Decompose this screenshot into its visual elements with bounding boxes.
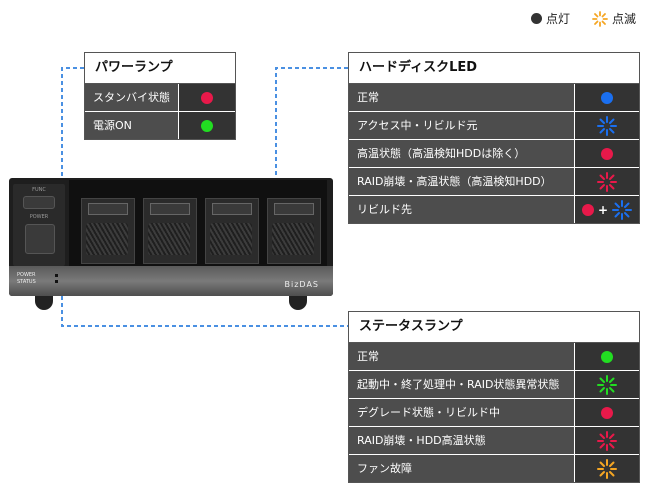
brand-logo: BizDAS bbox=[284, 280, 319, 289]
indicator-cell bbox=[574, 455, 639, 482]
indicator-cell bbox=[574, 371, 639, 398]
indicator-cell bbox=[574, 84, 639, 111]
steady-red-led-icon bbox=[601, 147, 613, 160]
power-led-label: POWER bbox=[17, 272, 36, 278]
row-label: 起動中・終了処理中・RAID状態異常状態 bbox=[349, 371, 574, 398]
table-row: アクセス中・リビルド元 bbox=[349, 112, 639, 140]
steady-red-led-icon bbox=[601, 406, 613, 419]
row-label: ファン故障 bbox=[349, 455, 574, 482]
blink-red-led-icon bbox=[597, 430, 617, 451]
row-label: デグレード状態・リビルド中 bbox=[349, 399, 574, 426]
blink-green-led-icon bbox=[597, 374, 617, 395]
device-foot-left bbox=[35, 296, 53, 310]
table-row: 正常 bbox=[349, 343, 639, 371]
row-label: アクセス中・リビルド元 bbox=[349, 112, 574, 139]
indicator-cell bbox=[574, 427, 639, 454]
indicator-cell bbox=[574, 140, 639, 167]
steady-red-led-icon bbox=[201, 91, 213, 104]
row-label: 正常 bbox=[349, 343, 574, 370]
status-lamp-title: ステータスランプ bbox=[349, 312, 639, 343]
row-label: 正常 bbox=[349, 84, 574, 111]
hdd-connector bbox=[275, 67, 348, 212]
power-lamp-title: パワーランプ bbox=[85, 53, 235, 84]
legend: 点灯 点滅 bbox=[530, 10, 636, 27]
steady-blue-led-icon bbox=[601, 91, 613, 104]
table-row: スタンバイ状態 bbox=[85, 84, 235, 112]
table-row: RAID崩壊・高温状態（高温検知HDD） bbox=[349, 168, 639, 196]
row-label: スタンバイ状態 bbox=[85, 84, 178, 111]
power-connector bbox=[61, 67, 84, 275]
hdd-led-table: ハードディスクLED 正常 アクセス中・リビルド元 高温状態（高温検知HDDは除… bbox=[348, 52, 640, 224]
table-row: 正常 bbox=[349, 84, 639, 112]
legend-steady-label: 点灯 bbox=[545, 12, 570, 26]
blink-red-led-icon bbox=[597, 171, 617, 192]
blink-burst-icon bbox=[592, 10, 608, 27]
drive-bay-4[interactable] bbox=[267, 198, 321, 264]
indicator-cell bbox=[574, 399, 639, 426]
row-label: 高温状態（高温検知HDDは除く） bbox=[349, 140, 574, 167]
indicator-cell bbox=[178, 112, 235, 139]
status-led bbox=[55, 280, 58, 283]
blink-orange-led-icon bbox=[597, 458, 617, 479]
table-row: 電源ON bbox=[85, 112, 235, 139]
row-label: RAID崩壊・HDD高温状態 bbox=[349, 427, 574, 454]
device-foot-right bbox=[289, 296, 307, 310]
row-label: リビルド先 bbox=[349, 196, 574, 223]
indicator-cell bbox=[574, 168, 639, 195]
drive-bay-3[interactable] bbox=[205, 198, 259, 264]
row-label: RAID崩壊・高温状態（高温検知HDD） bbox=[349, 168, 574, 195]
table-row: リビルド先 + bbox=[349, 196, 639, 223]
legend-blink-label: 点滅 bbox=[611, 12, 636, 26]
drive-bay-1[interactable] bbox=[81, 198, 135, 264]
drive-bay-2[interactable] bbox=[143, 198, 197, 264]
indicator-cell bbox=[574, 112, 639, 139]
indicator-cell bbox=[574, 343, 639, 370]
nas-device: FUNC POWER 1 2 3 4 POWER STATUS BizDAS bbox=[9, 178, 333, 296]
power-button[interactable] bbox=[25, 224, 55, 254]
status-connector bbox=[61, 282, 348, 327]
table-row: ファン故障 bbox=[349, 455, 639, 482]
status-led-label: STATUS bbox=[17, 279, 36, 285]
front-bezel: POWER STATUS BizDAS bbox=[9, 266, 333, 296]
steady-red-led-icon bbox=[581, 203, 594, 216]
steady-dot-icon bbox=[530, 13, 542, 24]
table-row: 起動中・終了処理中・RAID状態異常状態 bbox=[349, 371, 639, 399]
power-led bbox=[55, 274, 58, 277]
table-row: デグレード状態・リビルド中 bbox=[349, 399, 639, 427]
func-label: FUNC bbox=[32, 187, 46, 193]
table-row: 高温状態（高温検知HDDは除く） bbox=[349, 140, 639, 168]
steady-green-led-icon bbox=[201, 119, 213, 132]
power-label: POWER bbox=[29, 214, 49, 220]
indicator-cell: + bbox=[574, 196, 639, 223]
power-lamp-table: パワーランプ スタンバイ状態 電源ON bbox=[84, 52, 236, 140]
control-panel: FUNC POWER bbox=[13, 184, 65, 266]
steady-green-led-icon bbox=[601, 350, 613, 363]
row-label: 電源ON bbox=[85, 112, 178, 139]
blink-blue-led-icon bbox=[612, 199, 633, 220]
hdd-led-title: ハードディスクLED bbox=[349, 53, 639, 84]
blink-blue-led-icon bbox=[597, 115, 617, 136]
indicator-cell bbox=[178, 84, 235, 111]
table-row: RAID崩壊・HDD高温状態 bbox=[349, 427, 639, 455]
plus-icon: + bbox=[597, 202, 609, 217]
status-lamp-table: ステータスランプ 正常 起動中・終了処理中・RAID状態異常状態 デグレード状態… bbox=[348, 311, 640, 483]
func-button[interactable] bbox=[23, 196, 55, 209]
